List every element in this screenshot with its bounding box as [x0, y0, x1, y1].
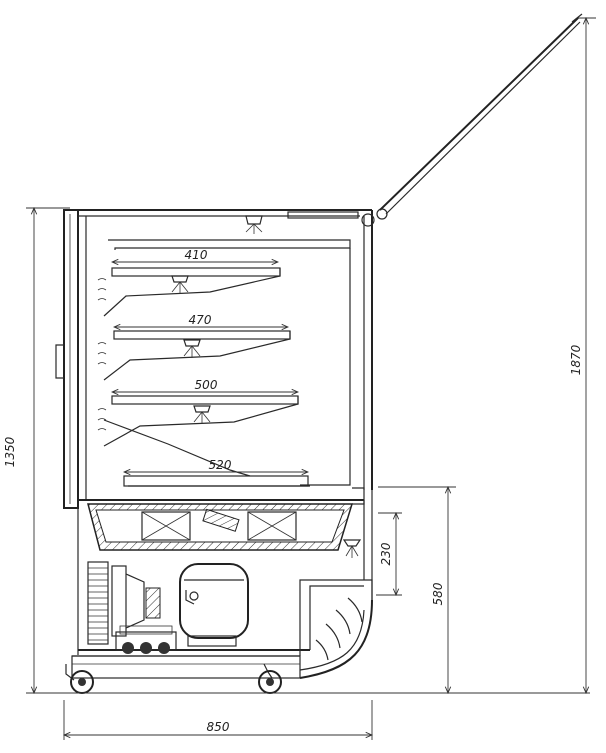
dim-label-shelf-1: 410 — [185, 248, 208, 262]
air-duct — [108, 239, 351, 486]
dim-label-shelf-4: 520 — [209, 458, 232, 472]
dim-label-total-height: 1350 — [3, 436, 17, 467]
machine-compartment — [71, 508, 373, 679]
raised-lid — [379, 13, 583, 215]
evaporator-tray — [87, 487, 373, 600]
dim-label-counter-height: 580 — [431, 582, 445, 605]
dim-label-shelf-2: 470 — [189, 313, 212, 327]
dim-label-height-with-lid: 1870 — [569, 344, 583, 375]
shelf-2 — [97, 330, 291, 381]
shelf-3 — [97, 395, 299, 447]
cabinet-body — [55, 208, 388, 509]
dim-label-depth: 850 — [207, 720, 230, 734]
shelf-4 — [103, 419, 310, 487]
dim-label-base-height: 230 — [379, 542, 393, 565]
dimension-lines — [26, 18, 596, 740]
dim-label-shelf-3: 500 — [195, 378, 218, 392]
shelf-1 — [97, 267, 281, 317]
